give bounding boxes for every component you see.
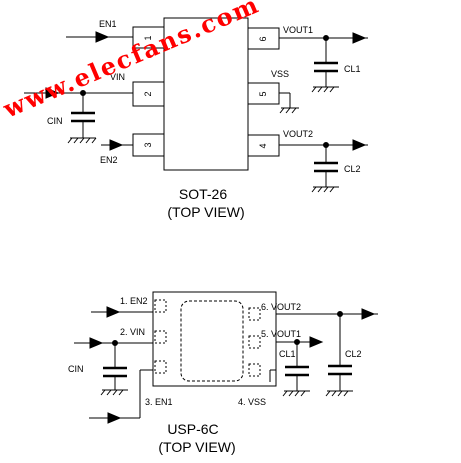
sot26-en2-line xyxy=(101,139,133,151)
sot26-pin2 xyxy=(132,81,165,107)
sot26-vss-line xyxy=(279,92,299,114)
sot26-pin1-number: 1 xyxy=(143,35,153,40)
sot26-cin-ground xyxy=(67,137,97,144)
sot26-cl1-capacitor xyxy=(314,61,338,87)
sot26-pin6-number: 6 xyxy=(258,36,268,41)
sot26-label-cl1: CL1 xyxy=(344,64,361,74)
usp6c-title: USP-6C xyxy=(167,421,218,437)
usp6c-pad5 xyxy=(248,335,261,349)
usp6c-pad4 xyxy=(248,363,261,377)
sot26-cl1-ground xyxy=(311,86,339,93)
usp6c-label-pin3: 3. EN1 xyxy=(145,397,173,407)
usp6c-label-pin4: 4. VSS xyxy=(238,397,266,407)
sot26-label-cin: CIN xyxy=(47,116,63,126)
usp6c-cl1-ground xyxy=(282,390,310,397)
usp6c-subtitle: (TOP VIEW) xyxy=(158,439,235,455)
usp6c-cin-capacitor xyxy=(103,366,127,390)
sot26-cl2-ground xyxy=(311,186,339,193)
sot26-vin-line xyxy=(24,87,133,113)
sot26-pin5-number: 5 xyxy=(258,91,268,96)
sot26-label-en2: EN2 xyxy=(100,155,118,165)
usp6c-label-cl1: CL1 xyxy=(279,349,296,359)
sot26-pin2-number: 2 xyxy=(143,91,153,96)
sot26-vout2-line xyxy=(279,139,368,163)
sot26-cl2-capacitor xyxy=(314,161,338,187)
usp6c-label-cin: CIN xyxy=(68,364,84,374)
usp6c-body xyxy=(152,291,277,387)
usp6c-label-pin6: 6. VOUT2 xyxy=(261,302,301,312)
usp6c-cl2-capacitor xyxy=(328,364,352,391)
usp6c-vout2-line xyxy=(276,308,378,366)
sot26-title: SOT-26 xyxy=(179,186,227,202)
usp6c-pad6 xyxy=(248,307,261,321)
sot26-label-en1: EN1 xyxy=(99,19,117,29)
usp6c-cin-ground xyxy=(100,389,128,396)
usp6c-cl1-capacitor xyxy=(285,365,309,391)
sot26-label-vout2: VOUT2 xyxy=(283,129,313,139)
usp6c-pad2 xyxy=(154,330,167,344)
sot26-cin-capacitor xyxy=(71,111,95,138)
sot26-en1-line xyxy=(66,31,133,43)
sot26-label-vss: VSS xyxy=(271,69,289,79)
usp6c-label-pin1: 1. EN2 xyxy=(120,296,148,306)
usp6c-cl2-ground xyxy=(325,390,353,397)
usp6c-en1-line xyxy=(89,369,153,424)
sot26-pin3-number: 3 xyxy=(143,142,153,147)
usp6c-pad3 xyxy=(154,360,167,374)
usp6c-pad1 xyxy=(154,299,167,313)
sot26-vout1-line xyxy=(279,32,368,63)
usp6c-vss-line xyxy=(269,369,276,382)
usp6c-label-pin2: 2. VIN xyxy=(120,327,145,337)
usp6c-label-pin5: 5. VOUT1 xyxy=(261,329,301,339)
usp6c-package xyxy=(152,291,277,387)
sot26-label-cl2: CL2 xyxy=(344,164,361,174)
sot26-label-vin: VIN xyxy=(110,72,125,82)
sot26-pin4-number: 4 xyxy=(258,143,268,148)
sot26-label-vout1: VOUT1 xyxy=(283,25,313,35)
sot26-subtitle: (TOP VIEW) xyxy=(167,204,244,220)
usp6c-vout1-line xyxy=(276,336,324,367)
watermark-text: www.elecfans.com xyxy=(0,0,264,124)
usp6c-label-cl2: CL2 xyxy=(345,349,362,359)
usp6c-vin-line xyxy=(74,337,153,368)
usp6c-die-pad xyxy=(180,300,244,382)
usp6c-en2-line xyxy=(91,306,153,318)
